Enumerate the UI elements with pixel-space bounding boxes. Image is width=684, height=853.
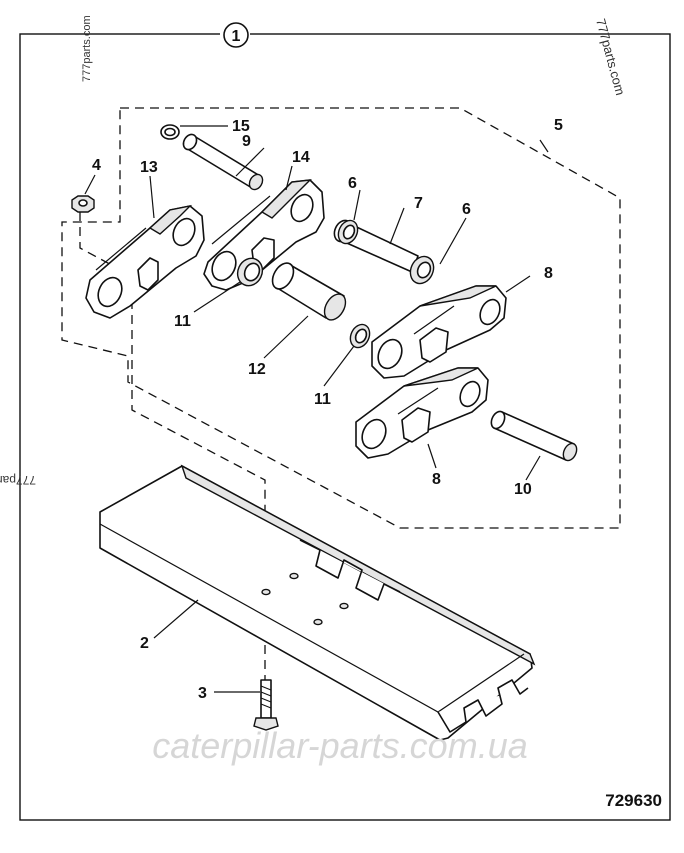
callout-8-lower: 8 [432,471,441,488]
part-9-master-pin [182,133,264,191]
drawing-reference-number: 729630 [605,791,662,810]
part-6-spacer-upper [337,219,359,245]
part-3-bolt [253,679,279,731]
callout-13: 13 [140,159,158,176]
group-number-badge: 1 [220,22,250,48]
part-6-spacer-lower [409,255,435,285]
callout-9: 9 [242,133,251,150]
callout-11-upper: 11 [174,313,191,330]
group-number: 1 [232,28,241,45]
part-11-seal-lower [349,323,371,349]
watermark-bottom: caterpillar-parts.com.ua [152,725,528,766]
callout-12: 12 [248,361,266,378]
part-8-track-link-lower [355,367,489,459]
callout-4: 4 [92,157,101,174]
part-2-track-shoe [99,464,536,741]
part-10-pin [490,410,578,462]
part-12-bushing [271,262,347,321]
callout-7: 7 [414,195,423,212]
leader-lines [84,125,549,693]
callout-2: 2 [140,635,149,652]
watermark-left-edge: 777par [0,473,36,487]
callout-8-upper: 8 [544,265,553,282]
callout-15: 15 [232,118,250,135]
callout-6-upper: 6 [348,175,357,192]
part-15-snap-ring [160,124,180,140]
assembly-boundary [61,107,621,529]
watermark-top-left: 777parts.com [81,15,93,82]
callout-labels: 15 9 4 13 14 6 7 6 5 8 11 12 11 8 10 2 3 [92,117,563,702]
callout-11-lower: 11 [314,391,331,408]
callout-10: 10 [514,481,532,498]
callout-3: 3 [198,685,207,702]
watermark-top-right: 777parts.com [593,17,628,97]
drawing-frame [19,33,671,821]
part-13-master-link-left [85,204,205,319]
callout-5: 5 [554,117,563,134]
callout-14: 14 [292,149,310,166]
part-11-seal-upper [236,257,264,287]
callout-6-lower: 6 [462,201,471,218]
part-8-track-link-upper [371,285,507,379]
part-4-nut [71,195,95,213]
